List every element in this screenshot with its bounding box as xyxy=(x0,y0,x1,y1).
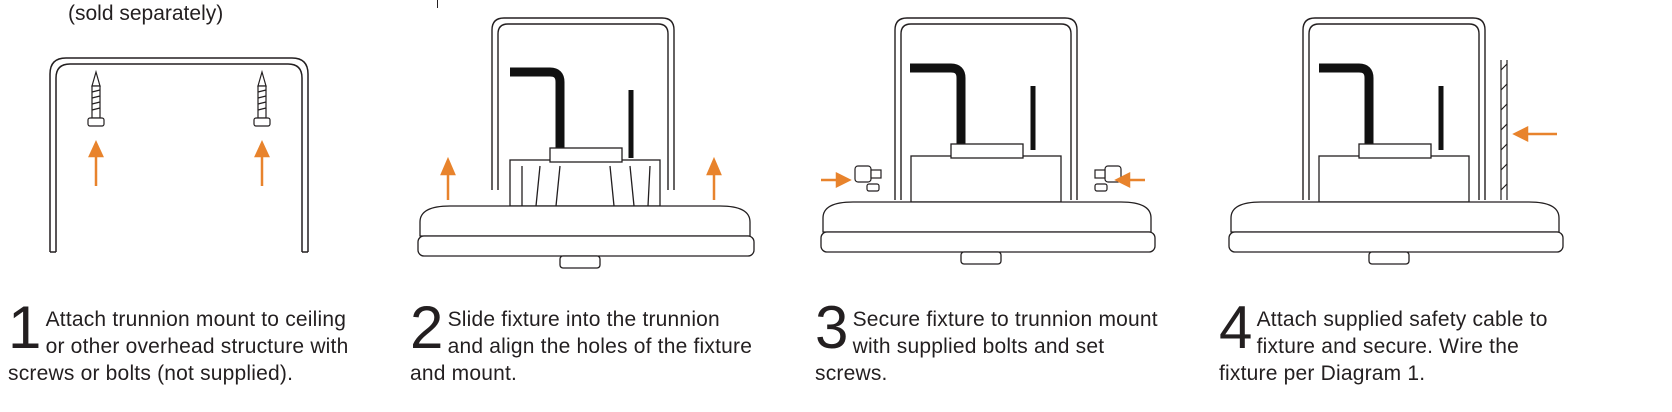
fixture-body xyxy=(417,147,755,269)
left-arrow-icon xyxy=(1114,171,1145,189)
fixture-body xyxy=(1228,143,1564,265)
step-3-text: Secure fixture to trunnion mount with su… xyxy=(815,308,1158,385)
step-3-number: 3 xyxy=(815,294,849,361)
step-1-caption: 1 Attach trunnion mount to ceiling or ot… xyxy=(8,294,353,387)
step-2-number: 2 xyxy=(410,294,444,361)
fixture-body xyxy=(820,143,1156,265)
fixture-slide-illustration xyxy=(417,17,755,269)
screw-icon xyxy=(253,69,271,127)
step-1-panel: 1 Attach trunnion mount to ceiling or ot… xyxy=(0,0,400,412)
step-4-panel: 4 Attach supplied safety cable to fixtur… xyxy=(1215,0,1672,412)
step-2-text: Slide fixture into the trunnion and alig… xyxy=(410,308,753,385)
safety-cable xyxy=(1500,60,1508,200)
sold-separately-note: (sold separately) xyxy=(68,2,224,25)
right-arrow-icon xyxy=(821,171,852,189)
step-4-text: Attach supplied safety cable to fixture … xyxy=(1219,308,1548,385)
left-arrow-icon xyxy=(1512,125,1557,143)
step-4-number: 4 xyxy=(1219,294,1253,361)
step-1-text: Attach trunnion mount to ceiling or othe… xyxy=(8,308,349,385)
safety-cable-illustration xyxy=(1228,17,1564,265)
bolt-icon xyxy=(1094,165,1122,192)
step-1-number: 1 xyxy=(8,294,42,361)
up-arrow-icon xyxy=(88,140,270,186)
bolt-secure-illustration xyxy=(820,17,1156,265)
step-3-caption: 3 Secure fixture to trunnion mount with … xyxy=(815,294,1175,387)
trunnion-mount-illustration xyxy=(49,57,309,253)
step-4-caption: 4 Attach supplied safety cable to fixtur… xyxy=(1219,294,1564,387)
up-arrow-icon xyxy=(440,156,722,200)
screw-icon xyxy=(87,69,105,127)
step-2-caption: 2 Slide fixture into the trunnion and al… xyxy=(410,294,758,387)
power-cable xyxy=(510,67,565,160)
bolt-icon xyxy=(854,165,882,192)
divider-tick xyxy=(437,0,438,8)
step-2-panel: 2 Slide fixture into the trunnion and al… xyxy=(410,0,810,412)
step-3-panel: 3 Secure fixture to trunnion mount with … xyxy=(815,0,1215,412)
